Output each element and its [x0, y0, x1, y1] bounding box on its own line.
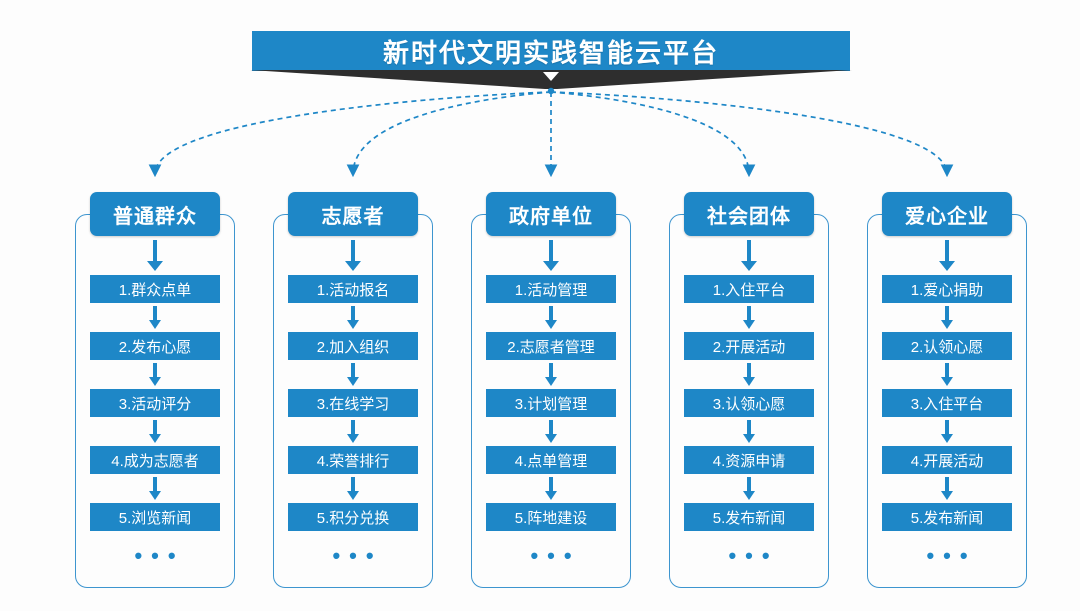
column-header: 政府单位	[486, 192, 616, 236]
down-triangle-icon	[543, 72, 559, 81]
more-dots: •••	[926, 543, 977, 568]
flow-down-arrow-icon	[545, 360, 557, 389]
flow-step: 1.爱心捐助	[882, 275, 1012, 303]
flow-step: 2.加入组织	[288, 332, 418, 360]
flow-step: 4.资源申请	[684, 446, 814, 474]
flow-down-arrow-icon	[743, 303, 755, 332]
flow-step: 3.计划管理	[486, 389, 616, 417]
flow-step: 1.入住平台	[684, 275, 814, 303]
flow-down-arrow-icon	[543, 236, 559, 275]
flow-down-arrow-icon	[147, 236, 163, 275]
flow-step: 4.点单管理	[486, 446, 616, 474]
flow-step: 2.认领心愿	[882, 332, 1012, 360]
flow-down-arrow-icon	[741, 236, 757, 275]
flow-down-arrow-icon	[941, 474, 953, 503]
flow-step: 4.成为志愿者	[90, 446, 220, 474]
flow-down-arrow-icon	[743, 360, 755, 389]
flow-down-arrow-icon	[149, 474, 161, 503]
column-header: 爱心企业	[882, 192, 1012, 236]
flow-step: 3.活动评分	[90, 389, 220, 417]
column-card: 爱心企业 1.爱心捐助 2.认领心愿 3.入住平台 4.开展活动 5.发布新闻 •••	[867, 192, 1027, 588]
flow-down-arrow-icon	[743, 474, 755, 503]
column-header: 社会团体	[684, 192, 814, 236]
flow-step: 4.荣誉排行	[288, 446, 418, 474]
flow-step: 3.在线学习	[288, 389, 418, 417]
flow-step: 1.群众点单	[90, 275, 220, 303]
column-card: 志愿者 1.活动报名 2.加入组织 3.在线学习 4.荣誉排行 5.积分兑换 •••	[273, 192, 433, 588]
flow-down-arrow-icon	[941, 303, 953, 332]
flow-step: 2.开展活动	[684, 332, 814, 360]
connector-line	[550, 91, 954, 178]
flow-down-arrow-icon	[149, 360, 161, 389]
flow-down-arrow-icon	[149, 303, 161, 332]
flow-step: 3.入住平台	[882, 389, 1012, 417]
flow-step: 2.志愿者管理	[486, 332, 616, 360]
flow-down-arrow-icon	[743, 417, 755, 446]
flow-down-arrow-icon	[941, 417, 953, 446]
flow-step: 3.认领心愿	[684, 389, 814, 417]
column-card: 社会团体 1.入住平台 2.开展活动 3.认领心愿 4.资源申请 5.发布新闻 •••	[669, 192, 829, 588]
flow-down-arrow-icon	[347, 474, 359, 503]
flow-step: 5.阵地建设	[486, 503, 616, 531]
flow-step: 2.发布心愿	[90, 332, 220, 360]
platform-banner: 新时代文明实践智能云平台	[252, 31, 850, 71]
flow-down-arrow-icon	[545, 417, 557, 446]
flow-step: 1.活动管理	[486, 275, 616, 303]
flow-step: 5.积分兑换	[288, 503, 418, 531]
flow-down-arrow-icon	[939, 236, 955, 275]
column-card: 普通群众 1.群众点单 2.发布心愿 3.活动评分 4.成为志愿者 5.浏览新闻 •••	[75, 192, 235, 588]
more-dots: •••	[332, 543, 383, 568]
connector-line	[148, 91, 552, 178]
flow-down-arrow-icon	[345, 236, 361, 275]
flow-step: 4.开展活动	[882, 446, 1012, 474]
flow-step: 5.浏览新闻	[90, 503, 220, 531]
flow-down-arrow-icon	[941, 360, 953, 389]
column-header: 志愿者	[288, 192, 418, 236]
flow-down-arrow-icon	[545, 303, 557, 332]
column-header: 普通群众	[90, 192, 220, 236]
connector-line	[550, 91, 756, 178]
flow-step: 5.发布新闻	[684, 503, 814, 531]
connector-line	[346, 91, 552, 178]
flow-step: 5.发布新闻	[882, 503, 1012, 531]
platform-title: 新时代文明实践智能云平台	[382, 37, 719, 68]
more-dots: •••	[530, 543, 581, 568]
flow-down-arrow-icon	[347, 360, 359, 389]
flow-down-arrow-icon	[347, 303, 359, 332]
flow-step: 1.活动报名	[288, 275, 418, 303]
flow-down-arrow-icon	[347, 417, 359, 446]
more-dots: •••	[134, 543, 185, 568]
flow-down-arrow-icon	[149, 417, 161, 446]
more-dots: •••	[728, 543, 779, 568]
column-card: 政府单位 1.活动管理 2.志愿者管理 3.计划管理 4.点单管理 5.阵地建设 •••	[471, 192, 631, 588]
flow-down-arrow-icon	[545, 474, 557, 503]
